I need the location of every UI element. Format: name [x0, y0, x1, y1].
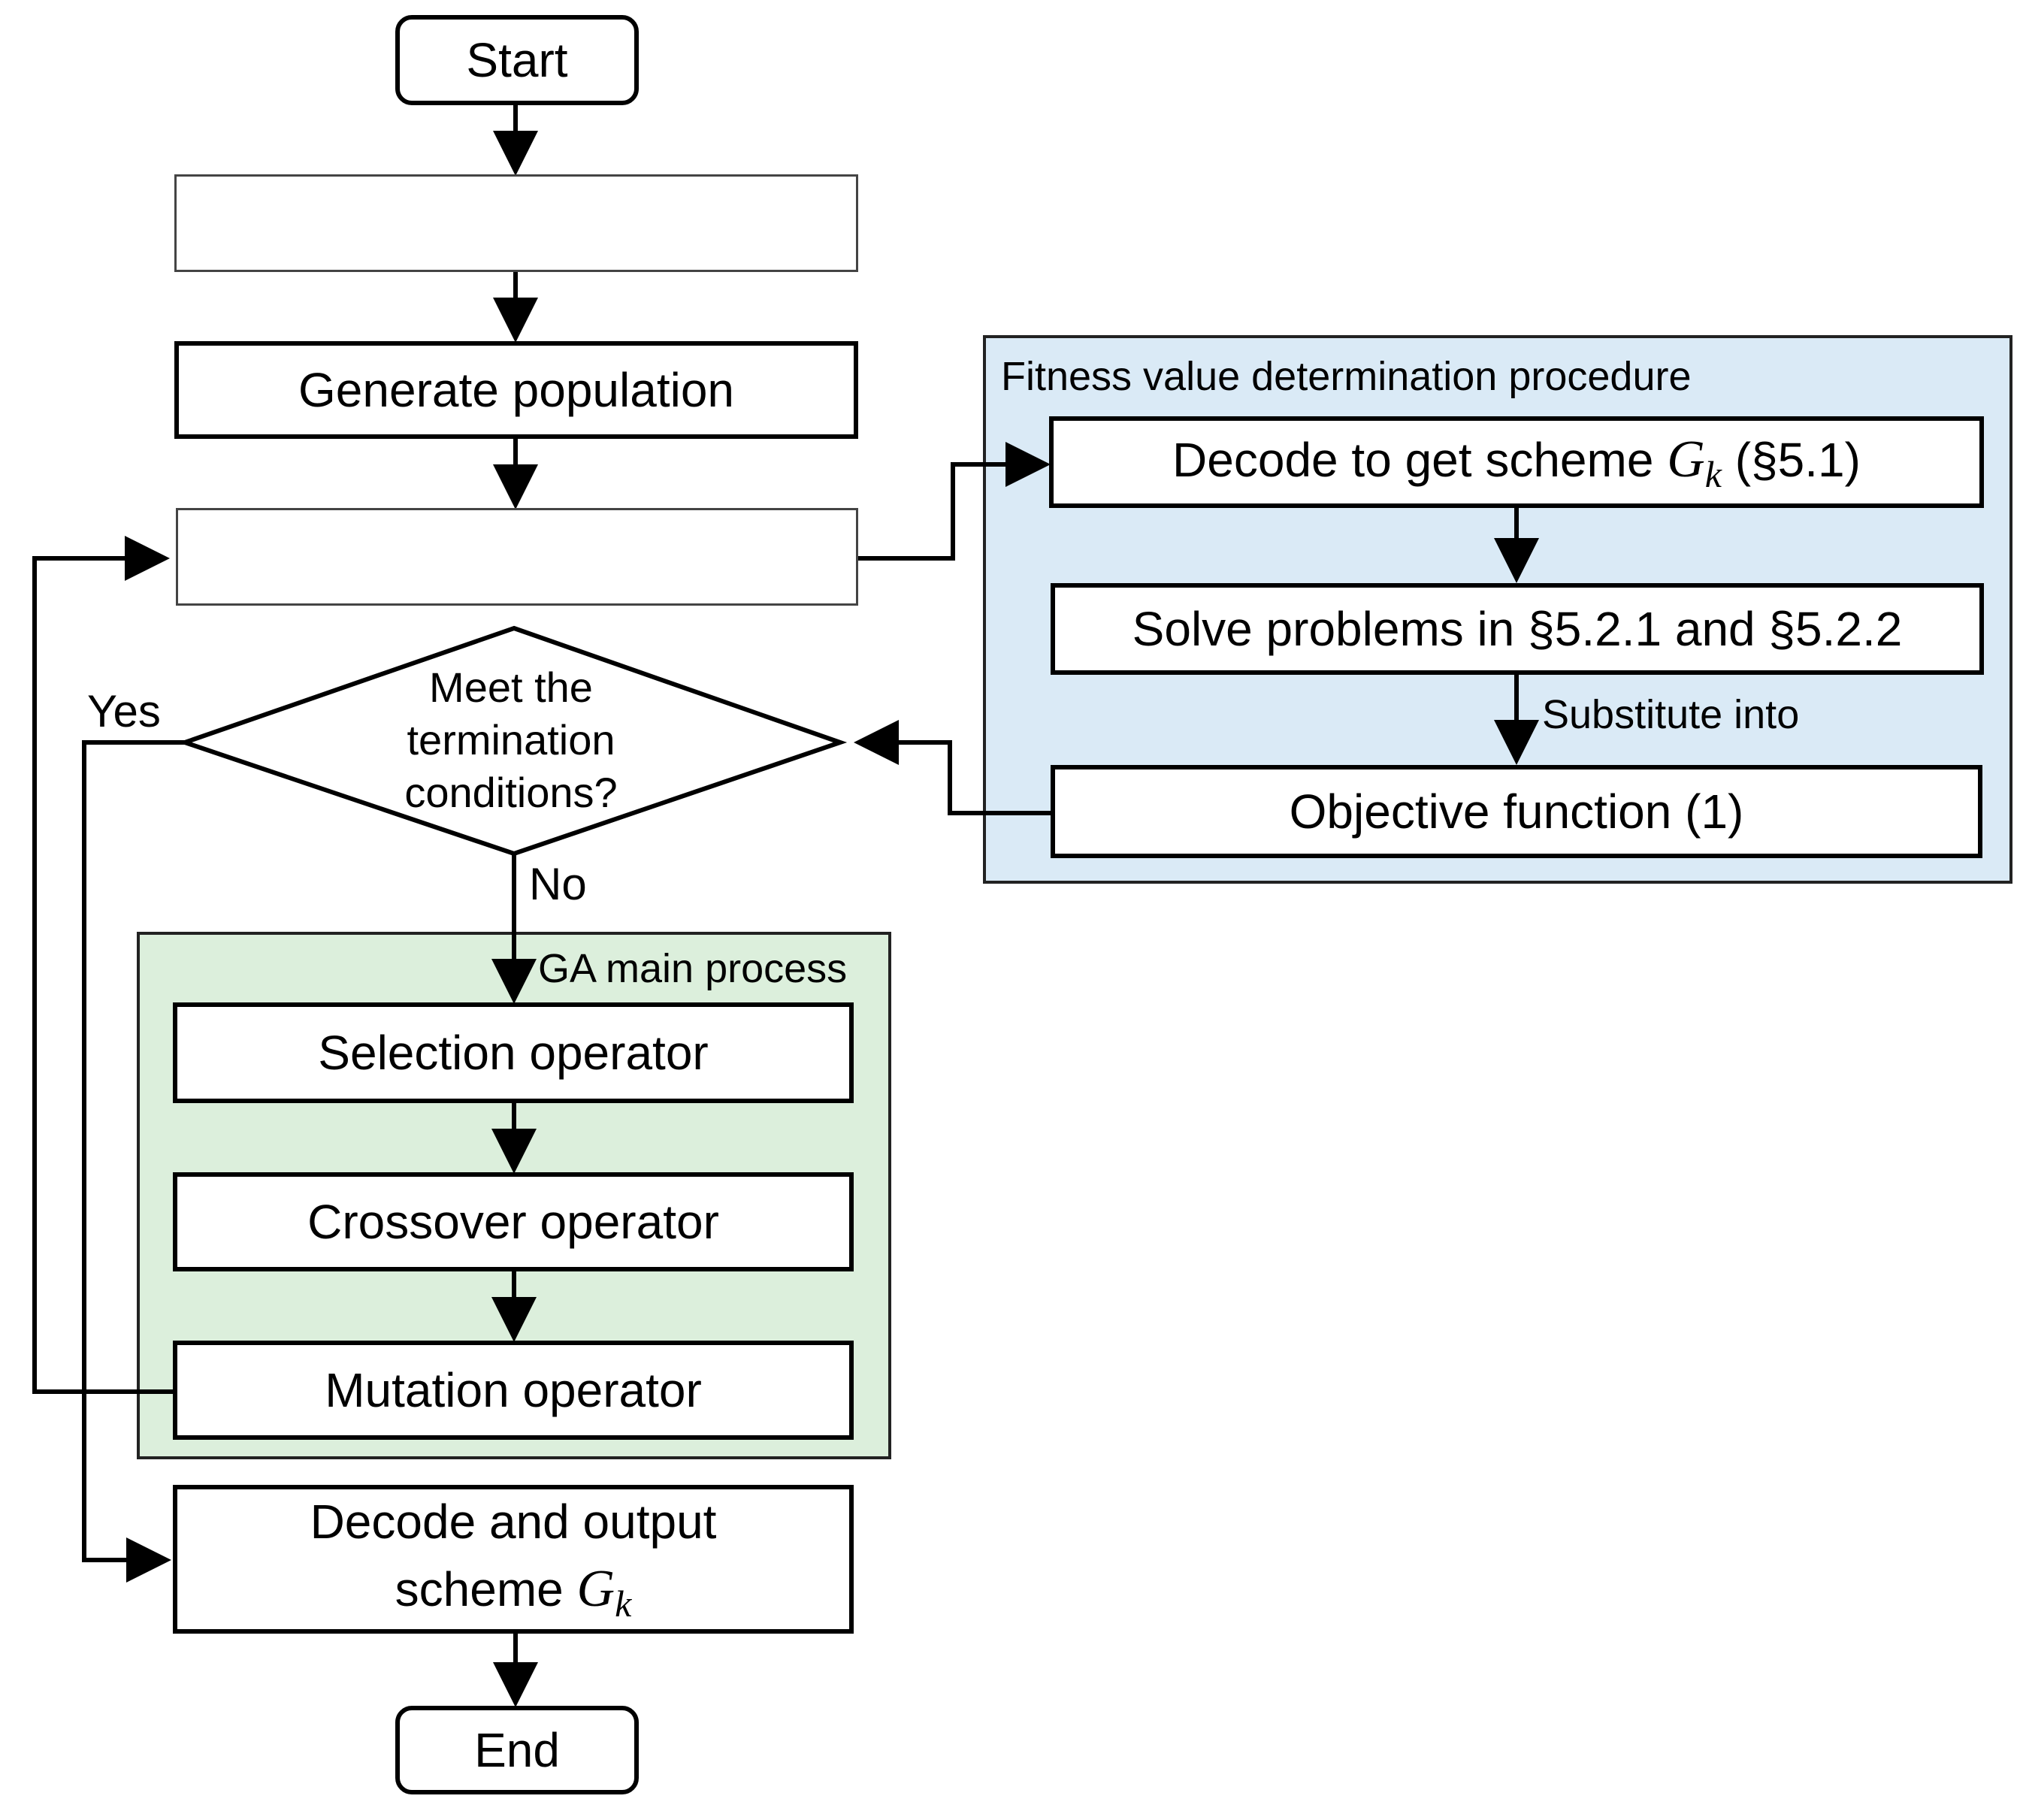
start-node: Start — [395, 15, 639, 105]
selection-operator-box: Selection operator — [173, 1002, 854, 1103]
mutation-operator-label: Mutation operator — [325, 1362, 702, 1417]
end-label: End — [474, 1722, 560, 1777]
step2-box — [174, 174, 858, 272]
no-label: No — [529, 859, 587, 909]
yes-label: Yes — [87, 686, 161, 736]
crossover-operator-label: Crossover operator — [307, 1194, 719, 1249]
crossover-operator-box: Crossover operator — [173, 1172, 854, 1271]
scheme-symbol-decode: Gk — [1667, 430, 1722, 495]
arrow-objective-to-decision — [854, 720, 1052, 815]
decision-line-2: termination — [407, 716, 615, 763]
solve-problems-label: Solve problems in §5.2.1 and §5.2.2 — [1132, 601, 1903, 656]
objective-function-label: Objective function (1) — [1289, 784, 1744, 839]
decode-scheme-label: Decode to get scheme Gk (§5.1) — [1172, 430, 1861, 495]
generate-population-box: Generate population — [174, 341, 858, 439]
arrow-yes-to-output — [82, 740, 185, 1583]
decode-scheme-box: Decode to get scheme Gk (§5.1) — [1049, 416, 1984, 508]
step4-box — [176, 508, 858, 606]
selection-operator-label: Selection operator — [318, 1025, 709, 1080]
arrow-step4-to-decode — [858, 442, 1051, 561]
fitness-panel-title: Fitness value determination procedure — [1001, 354, 1692, 399]
ga-panel-title: GA main process — [538, 946, 848, 991]
objective-function-box: Objective function (1) — [1051, 765, 1982, 858]
scheme-symbol: Gk — [576, 1559, 632, 1625]
decision-label: Meet the termination conditions? — [361, 661, 661, 819]
decision-line-3: conditions? — [404, 769, 618, 816]
start-label: Start — [466, 32, 568, 87]
decision-line-1: Meet the — [429, 664, 593, 711]
solve-problems-box: Solve problems in §5.2.1 and §5.2.2 — [1051, 583, 1984, 675]
mutation-operator-box: Mutation operator — [173, 1341, 854, 1440]
decode-output-line-2: scheme Gk — [395, 1554, 632, 1630]
decode-output-line-1: Decode and output — [310, 1494, 717, 1549]
generate-population-label: Generate population — [298, 362, 734, 417]
substitute-into-label: Substitute into — [1542, 692, 1800, 737]
arrow-mutation-loop-back — [32, 536, 174, 1394]
end-node: End — [395, 1706, 639, 1794]
decode-output-box: Decode and output scheme Gk — [173, 1485, 854, 1634]
decode-output-scheme-word: scheme — [395, 1562, 564, 1616]
